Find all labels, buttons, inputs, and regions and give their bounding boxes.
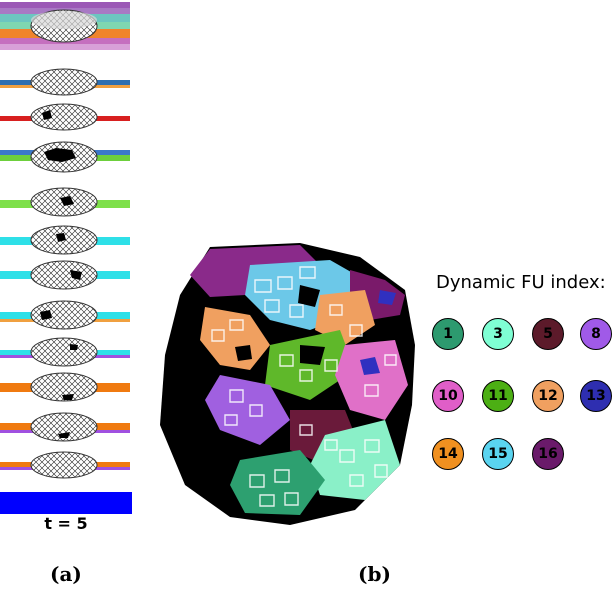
legend-badge-15: 15 — [482, 438, 514, 470]
legend-badge-1: 1 — [432, 318, 464, 350]
slice-2 — [0, 103, 130, 131]
legend-badge-12: 12 — [532, 380, 564, 412]
legend-badge-3: 3 — [482, 318, 514, 350]
slice-11 — [0, 451, 130, 479]
panel-b-label: (b) — [358, 562, 391, 586]
legend-badge-13: 13 — [580, 380, 612, 412]
slice-10 — [0, 412, 130, 442]
slice-6 — [0, 260, 130, 290]
time-label: t = 5 — [44, 514, 88, 533]
slice-5 — [0, 225, 130, 255]
legend-badge-11: 11 — [482, 380, 514, 412]
slice-7 — [0, 300, 130, 330]
slice-9 — [0, 372, 130, 402]
time-slice-stack — [0, 2, 132, 514]
slice-3 — [0, 141, 130, 173]
slice-8 — [0, 337, 130, 367]
legend-badge-14: 14 — [432, 438, 464, 470]
slice-1 — [0, 68, 130, 96]
time-bar — [0, 492, 132, 514]
legend-badge-10: 10 — [432, 380, 464, 412]
legend-badge-16: 16 — [532, 438, 564, 470]
legend-badge-8: 8 — [580, 318, 612, 350]
legend-title: Dynamic FU index: — [436, 272, 606, 293]
slice-4 — [0, 187, 130, 217]
fu-map — [160, 243, 415, 525]
legend-badge-5: 5 — [532, 318, 564, 350]
panel-a-label: (a) — [50, 562, 82, 586]
